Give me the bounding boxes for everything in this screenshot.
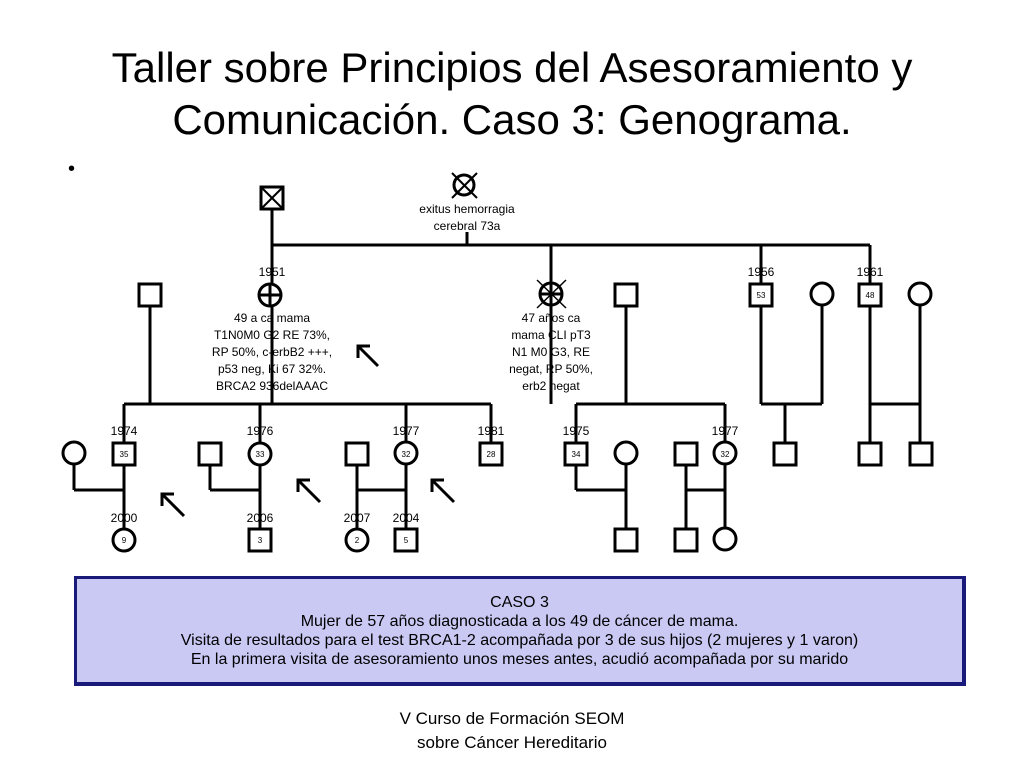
uncle2-child-a-symbol: [857, 441, 883, 467]
footer-line-2: sobre Cáncer Hereditario: [417, 733, 607, 752]
sister-husband-symbol: [613, 282, 639, 308]
sister-note-1: 47 años ca: [522, 311, 581, 325]
birth-year-child1: 1974: [111, 424, 138, 438]
age-child3: 32: [402, 450, 411, 459]
child2-partner-symbol: [197, 441, 223, 467]
age-labels: 53 48 35 33 32 28 34 32 9 3 2 5: [120, 291, 875, 545]
grand1-symbol: [111, 527, 137, 553]
uncle2-child-b-symbol: [908, 441, 934, 467]
birth-year-cousin2: 1977: [712, 424, 739, 438]
proband-note-2: T1N0M0 G2 RE 73%,: [214, 328, 330, 342]
cousin2-partner-symbol: [673, 441, 699, 467]
child1-partner-symbol: [61, 440, 87, 466]
child2-arrow-icon: [296, 478, 322, 504]
child3-arrow-icon: [430, 478, 456, 504]
birth-year-uncle2: 1961: [857, 265, 884, 279]
husband-symbol: [137, 282, 163, 308]
annotation-text: exitus hemorragia cerebral 73a 49 a ca m…: [212, 202, 593, 393]
sister-affected-deceased-symbol: [536, 279, 567, 309]
cousin1-partner-symbol: [613, 440, 639, 466]
birth-year-grand2: 2006: [247, 511, 274, 525]
case-box-line-2: Mujer de 57 años diagnosticada a los 49 …: [300, 613, 739, 630]
age-child1: 35: [120, 450, 129, 459]
child3-partner-symbol: [344, 441, 370, 467]
proband-arrow-icon: [356, 344, 380, 368]
birth-year-grand1: 2000: [111, 511, 138, 525]
child1-symbol: [111, 441, 137, 467]
age-child4: 28: [487, 450, 496, 459]
cousin1-child-symbol: [613, 527, 639, 553]
age-child2: 33: [256, 450, 265, 459]
sister-note-2: mama CLI pT3: [511, 328, 591, 342]
age-grand3: 2: [355, 536, 360, 545]
child4-symbol: [478, 441, 504, 467]
age-grand1: 9: [122, 536, 127, 545]
sister-note-4: negat, RP 50%,: [509, 362, 593, 376]
age-cousin2: 32: [721, 450, 730, 459]
child2-symbol: [247, 441, 273, 467]
title-line-2: Comunicación. Caso 3: Genograma.: [172, 96, 852, 143]
proband-affected-symbol: [257, 282, 283, 308]
birth-year-uncle1: 1956: [748, 265, 775, 279]
age-uncle2: 48: [866, 291, 875, 300]
sister-note-5: erb2 negat: [522, 379, 580, 393]
case-box-line-3: Visita de resultados para el test BRCA1-…: [180, 632, 859, 649]
proband-note-3: RP 50%, c-erbB2 +++,: [212, 345, 332, 359]
birth-year-child3: 1977: [393, 424, 420, 438]
bullet-point: •: [68, 158, 76, 180]
proband-note-4: p53 neg, Ki 67 32%.: [218, 362, 326, 376]
relationship-lines: [72, 208, 922, 530]
sister-note-3: N1 M0 G3, RE: [512, 345, 590, 359]
birth-year-child4: 1981: [478, 424, 505, 438]
uncle1-wife-symbol: [809, 281, 835, 307]
proband-note-5: BRCA2 936delAAAC: [216, 379, 328, 393]
grand4-symbol: [393, 527, 419, 553]
grandfather-deceased-symbol: [259, 185, 285, 211]
footer-line-1: V Curso de Formación SEOM: [399, 709, 625, 728]
case-box-line-1: CASO 3: [490, 594, 549, 611]
cousin2-child-b-symbol: [712, 526, 738, 552]
proband-note-1: 49 a ca mama: [234, 311, 310, 325]
grandmother-note-2: cerebral 73a: [434, 219, 501, 233]
case-description-box: CASO 3 Mujer de 57 años diagnosticada a …: [74, 576, 966, 686]
birth-year-grand4: 2004: [393, 511, 420, 525]
genogram-diagram: exitus hemorragia cerebral 73a 49 a ca m…: [61, 172, 934, 553]
grand2-symbol: [247, 527, 273, 553]
pointer-arrows: [160, 344, 456, 518]
slide-title: Taller sobre Principios del Asesoramient…: [40, 42, 984, 146]
people-symbols: [61, 172, 934, 553]
child3-symbol: [393, 440, 419, 466]
birth-year-grand3: 2007: [344, 511, 371, 525]
grandmother-deceased-symbol: [451, 172, 478, 199]
grand3-symbol: [344, 527, 370, 553]
grandmother-note-1: exitus hemorragia: [419, 202, 515, 216]
cousin2-symbol: [712, 440, 738, 466]
uncle2-wife-symbol: [907, 281, 933, 307]
age-grand4: 5: [404, 536, 409, 545]
birth-year-labels: 1951 1956 1961 1974 1976 1977 1981 1975 …: [111, 265, 884, 525]
child1-arrow-icon: [160, 492, 186, 518]
age-grand2: 3: [258, 536, 263, 545]
uncle1-symbol: [748, 282, 774, 308]
slide-footer: V Curso de Formación SEOM sobre Cáncer H…: [312, 707, 712, 755]
birth-year-cousin1: 1975: [563, 424, 590, 438]
cousin2-child-a-symbol: [673, 527, 699, 553]
cousin1-symbol: [563, 441, 589, 467]
uncle1-child-symbol: [772, 441, 798, 467]
birth-year-child2: 1976: [247, 424, 274, 438]
case-box-line-4: En la primera visita de asesoramiento un…: [190, 651, 849, 668]
age-cousin1: 34: [572, 450, 581, 459]
title-line-1: Taller sobre Principios del Asesoramient…: [111, 44, 913, 91]
uncle2-symbol: [857, 282, 883, 308]
age-uncle1: 53: [757, 291, 766, 300]
birth-year-proband: 1951: [259, 265, 286, 279]
